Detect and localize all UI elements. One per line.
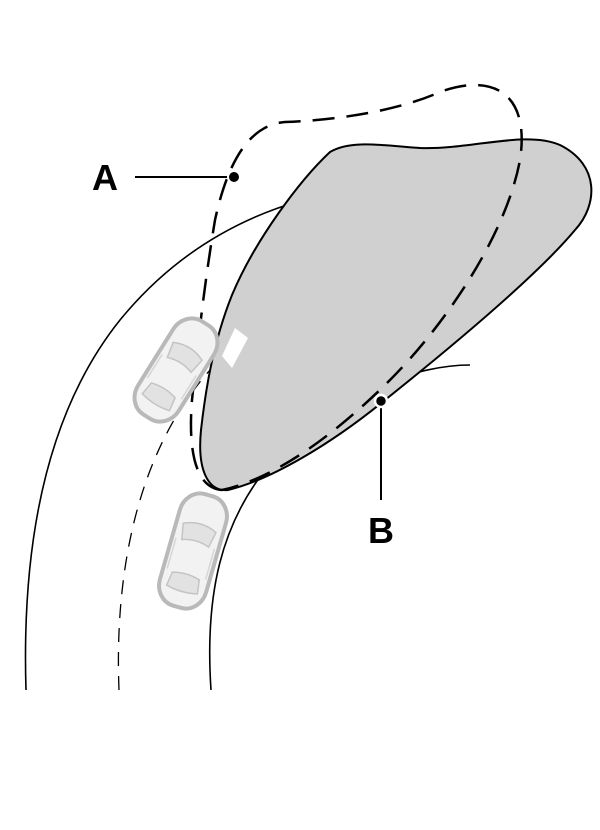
callout-a-dot — [227, 170, 241, 184]
zone-b-shaded-region — [199, 138, 593, 492]
vehicle-upper-car-mirror — [222, 328, 248, 368]
vehicle-upper-car-icon — [132, 316, 220, 424]
callout-b-dot — [373, 393, 389, 409]
callout-a-label: A — [92, 157, 118, 198]
vehicle-lower-car-icon — [157, 491, 229, 611]
callout-b-label: B — [368, 510, 394, 551]
